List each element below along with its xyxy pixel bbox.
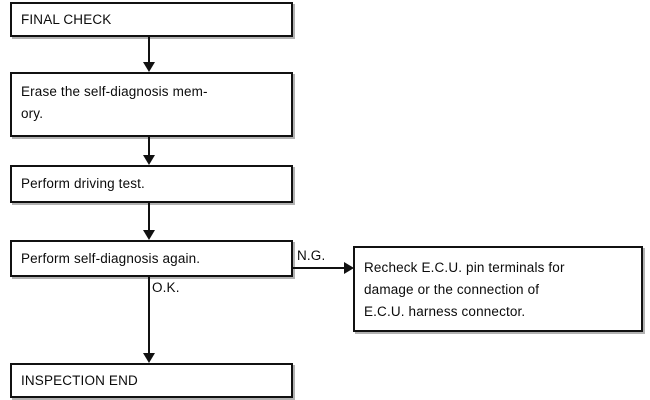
node-erase-memory-label: Erase the self-diagnosis mem- ory. xyxy=(21,84,208,121)
node-self-diagnosis-again: Perform self-diagnosis again. xyxy=(10,240,293,277)
edge-final-check-to-erase-arrowhead xyxy=(143,62,155,72)
node-inspection-end: INSPECTION END xyxy=(10,363,293,398)
node-self-diagnosis-again-label: Perform self-diagnosis again. xyxy=(21,250,201,266)
node-inspection-end-label: INSPECTION END xyxy=(21,372,138,388)
edge-self-diagnosis-to-inspection-end-line xyxy=(148,277,150,353)
node-final-check: FINAL CHECK xyxy=(10,2,293,37)
edge-label-ok: O.K. xyxy=(152,280,180,295)
edge-self-diagnosis-to-recheck-arrowhead xyxy=(344,262,354,274)
node-driving-test-label: Perform driving test. xyxy=(21,175,145,191)
node-final-check-label: FINAL CHECK xyxy=(21,11,112,27)
edge-erase-to-driving-test-line xyxy=(148,137,150,155)
edge-self-diagnosis-to-recheck-line xyxy=(293,267,345,269)
edge-label-ng: N.G. xyxy=(297,248,326,263)
edge-erase-to-driving-test-arrowhead xyxy=(143,155,155,165)
node-erase-memory: Erase the self-diagnosis mem- ory. xyxy=(10,72,293,137)
node-recheck-ecu-label: Recheck E.C.U. pin terminals for damage … xyxy=(364,260,565,319)
edge-driving-test-to-self-diagnosis-line xyxy=(148,203,150,230)
edge-final-check-to-erase-line xyxy=(148,37,150,62)
edge-self-diagnosis-to-inspection-end-arrowhead xyxy=(143,353,155,363)
edge-driving-test-to-self-diagnosis-arrowhead xyxy=(143,230,155,240)
node-driving-test: Perform driving test. xyxy=(10,165,293,203)
node-recheck-ecu: Recheck E.C.U. pin terminals for damage … xyxy=(353,246,643,332)
